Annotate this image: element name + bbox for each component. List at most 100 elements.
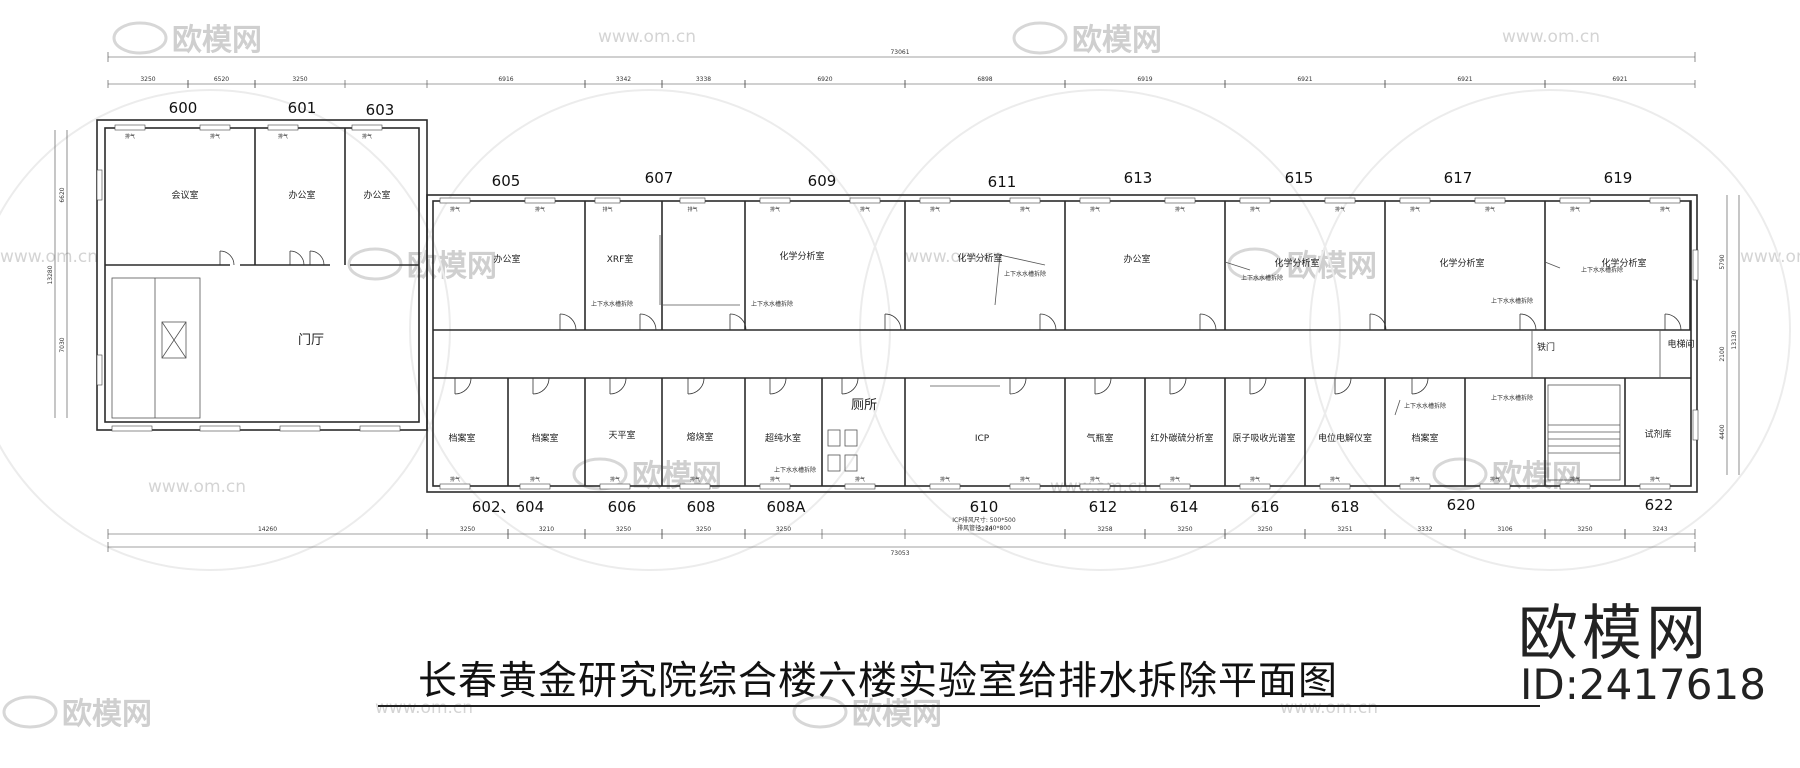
window bbox=[279, 425, 321, 432]
room-name-616: 原子吸收光谱室 bbox=[1232, 432, 1295, 444]
door-swing bbox=[1039, 313, 1057, 331]
door-swing bbox=[1249, 377, 1267, 395]
dim-top-segment: 3338 bbox=[696, 76, 711, 83]
window bbox=[199, 124, 231, 131]
room-no-607: 607 bbox=[645, 169, 674, 187]
dim-bottom-segment: 3250 bbox=[616, 526, 631, 533]
dim-top-segment: 3250 bbox=[140, 76, 155, 83]
doors bbox=[219, 250, 1682, 395]
lobby-label: 门厅 bbox=[298, 333, 324, 348]
room-name-611: 化学分析室 bbox=[957, 252, 1002, 264]
plumbing-note-608a: 上下水水槽拆除 bbox=[774, 466, 816, 474]
vent-label: 排气 bbox=[855, 476, 865, 483]
vent-label: 排气 bbox=[1175, 206, 1185, 213]
door-swing bbox=[454, 377, 472, 395]
window bbox=[267, 124, 299, 131]
watermark-logo-text: 欧模网 bbox=[1072, 23, 1162, 58]
room-no-608: 608 bbox=[687, 498, 716, 516]
vent-label: 排气 bbox=[1020, 476, 1030, 483]
dim-right-corridor: 2100 bbox=[1719, 346, 1726, 361]
dim-right-upper: 5790 bbox=[1719, 254, 1726, 269]
door-swing bbox=[729, 313, 747, 331]
room-name-609: 化学分析室 bbox=[779, 250, 824, 262]
window bbox=[919, 197, 951, 204]
room-name-603: 办公室 bbox=[363, 189, 390, 201]
dim-bottom-segment: 14260 bbox=[258, 526, 277, 533]
vent-label: 排气 bbox=[1090, 206, 1100, 213]
dim-top-segment: 3250 bbox=[292, 76, 307, 83]
window bbox=[1399, 197, 1431, 204]
room-no-612: 612 bbox=[1089, 498, 1118, 516]
dim-left-lower: 7030 bbox=[59, 337, 66, 352]
window bbox=[1639, 483, 1671, 490]
watermark-logo: 欧模网 bbox=[792, 695, 942, 732]
door-swing bbox=[1369, 313, 1387, 331]
room-name-608: 熔烧室 bbox=[686, 431, 713, 443]
dim-left-upper: 6620 bbox=[59, 187, 66, 202]
door-swing bbox=[1519, 313, 1537, 331]
vent-label: 排气 bbox=[602, 206, 612, 213]
dim-bottom-segment: 3106 bbox=[1497, 526, 1512, 533]
vent-label: 排气 bbox=[860, 206, 870, 213]
watermark-url: www.om.cn bbox=[0, 247, 98, 267]
window bbox=[844, 483, 876, 490]
room-name-618: 电位电解仪室 bbox=[1318, 432, 1372, 444]
room-name-608a: 超纯水室 bbox=[765, 432, 801, 444]
room-no-619: 619 bbox=[1604, 169, 1633, 187]
window bbox=[1009, 197, 1041, 204]
room-no-618: 618 bbox=[1331, 498, 1360, 516]
window bbox=[1319, 483, 1351, 490]
window bbox=[96, 169, 103, 201]
dim-top-segment: 6520 bbox=[214, 76, 229, 83]
vent-label: 排气 bbox=[690, 476, 700, 483]
vent-label: 排气 bbox=[687, 206, 697, 213]
door-swing bbox=[1169, 377, 1187, 395]
drawing-title: 长春黄金研究院综合楼六楼实验室给排水拆除平面图 bbox=[418, 659, 1339, 704]
dim-top-segment: 6921 bbox=[1612, 76, 1627, 83]
watermark-url: www.om.cn bbox=[375, 698, 473, 718]
dim-bottom-segment: 3250 bbox=[1577, 526, 1592, 533]
plumbing-note-607: 上下水水槽拆除 bbox=[591, 300, 633, 308]
door-swing bbox=[1411, 377, 1429, 395]
watermark-logo: 欧模网 bbox=[1012, 21, 1162, 58]
door-swing bbox=[1009, 377, 1027, 395]
room-no-609: 609 bbox=[808, 172, 837, 190]
room-no-613: 613 bbox=[1124, 169, 1153, 187]
vent-label: 排气 bbox=[1330, 476, 1340, 483]
dim-top-segment: 6921 bbox=[1297, 76, 1312, 83]
watermark-url: www.om.cn bbox=[598, 27, 696, 47]
watermark-ring bbox=[0, 89, 451, 571]
room-no-614: 614 bbox=[1170, 498, 1199, 516]
elevator-label: 电梯间 bbox=[1667, 338, 1694, 350]
vent-label: 排气 bbox=[1335, 206, 1345, 213]
dim-bottom-segment: 3332 bbox=[1417, 526, 1432, 533]
vent-label: 排气 bbox=[1650, 476, 1660, 483]
dim-bottom-segment: 3250 bbox=[977, 526, 992, 533]
room-name-610: ICP bbox=[975, 434, 990, 444]
dim-bottom-segment: 3210 bbox=[539, 526, 554, 533]
room-name-614: 红外碳硫分析室 bbox=[1150, 432, 1213, 444]
window bbox=[111, 425, 153, 432]
door-swing bbox=[687, 377, 705, 395]
walls bbox=[96, 119, 1698, 493]
plumbing-note-609: 上下水水槽拆除 bbox=[751, 300, 793, 308]
watermark-logo-text: 欧模网 bbox=[172, 23, 262, 58]
door-swing bbox=[841, 377, 859, 395]
dim-bottom-segment: 3250 bbox=[776, 526, 791, 533]
dim-top-segment: 6921 bbox=[1457, 76, 1472, 83]
vent-label: 排气 bbox=[1410, 206, 1420, 213]
vent-label: 排气 bbox=[278, 133, 288, 140]
window bbox=[114, 124, 146, 131]
dim-total-top: 73061 bbox=[890, 49, 909, 56]
window bbox=[1009, 483, 1041, 490]
door-swing bbox=[1664, 313, 1682, 331]
dim-bottom-segment: 3251 bbox=[1337, 526, 1352, 533]
vent-label: 排气 bbox=[530, 476, 540, 483]
icp-note-1: ICP排风尺寸: 500*500 bbox=[952, 516, 1016, 524]
window bbox=[679, 197, 706, 204]
vent-label: 排气 bbox=[1490, 476, 1500, 483]
window bbox=[1079, 483, 1111, 490]
door-swing bbox=[559, 313, 577, 331]
plumbing-note-611: 上下水水槽拆除 bbox=[1004, 270, 1046, 278]
dim-right-total: 13130 bbox=[1731, 330, 1738, 349]
